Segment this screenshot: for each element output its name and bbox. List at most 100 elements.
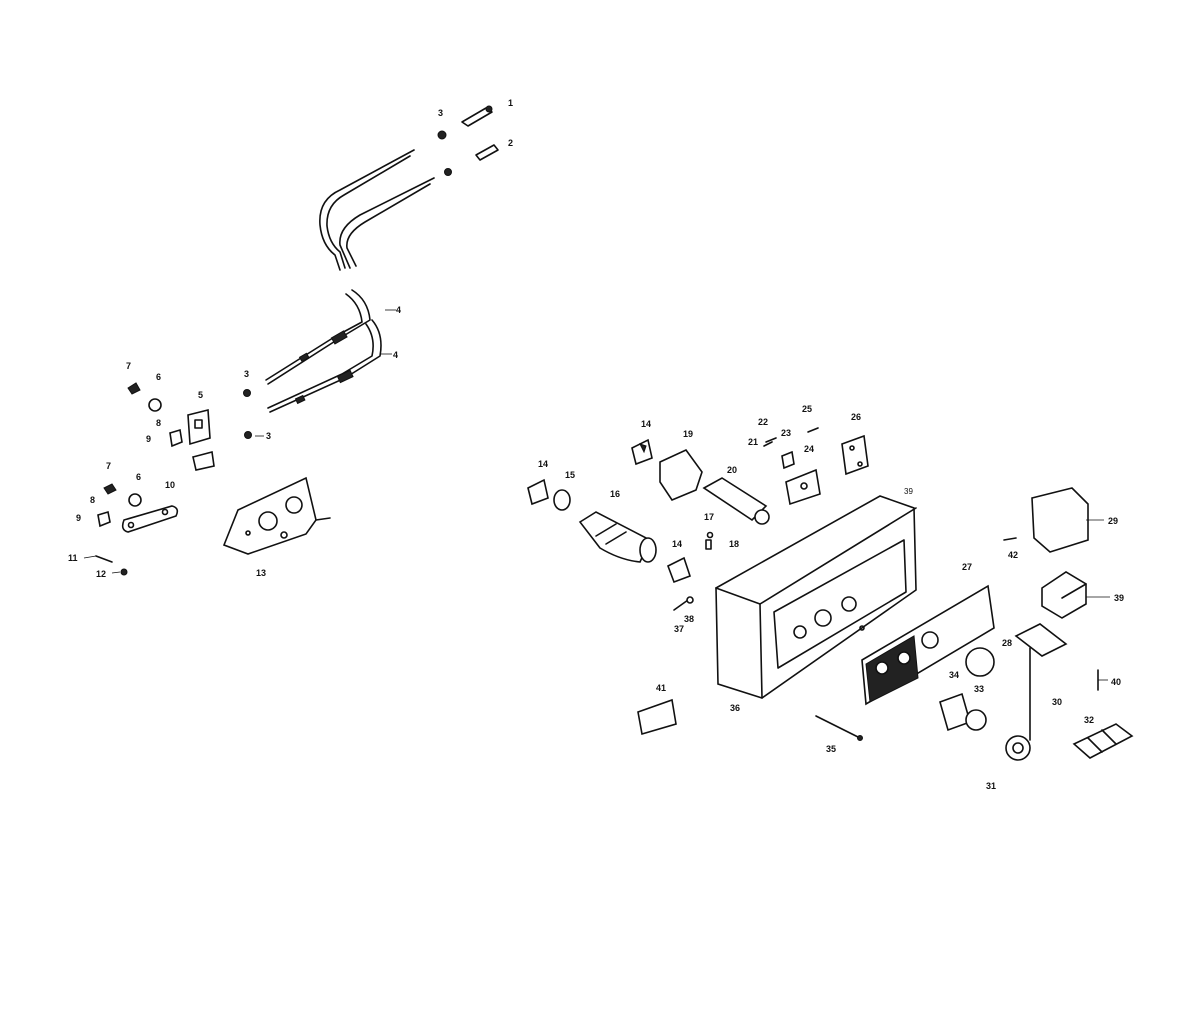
- callout-11: 11: [68, 553, 78, 563]
- switch-39: [1041, 571, 1087, 619]
- callout-7: 7: [106, 461, 111, 471]
- bolt-11: [95, 555, 113, 563]
- callout-34: 34: [949, 670, 959, 680]
- spring-17: [706, 531, 714, 539]
- cable-end-fitting-1: [461, 105, 493, 127]
- knob-shaft-16: [578, 511, 657, 563]
- callout-20: 20: [727, 465, 737, 475]
- bracket-28: [1014, 623, 1068, 741]
- callout-7: 7: [126, 361, 131, 371]
- hub-14-lower: [666, 556, 692, 584]
- control-housing-36: [715, 495, 917, 699]
- washer-6-lower: [128, 493, 142, 507]
- callout-8: 8: [90, 495, 95, 505]
- nut-12: [120, 568, 128, 576]
- callout-1: 1: [508, 98, 513, 108]
- callout-37: 37: [674, 624, 684, 634]
- callout-27: 27: [962, 562, 972, 572]
- callout-14: 14: [641, 419, 651, 429]
- callout-4: 4: [393, 350, 398, 360]
- plate-26: [841, 434, 869, 476]
- callout-3: 3: [244, 369, 249, 379]
- clip-7-lower: [103, 483, 117, 495]
- callout-3: 3: [438, 108, 443, 118]
- nut-3-bottom: [244, 431, 252, 439]
- callout-36: 36: [730, 703, 740, 713]
- callout-31: 31: [986, 781, 996, 791]
- mounting-plate-13: [222, 476, 331, 555]
- callout-10: 10: [165, 480, 175, 490]
- cable-end-fitting-2: [475, 144, 499, 161]
- control-cable-lower: [265, 289, 382, 413]
- callout-25: 25: [802, 404, 812, 414]
- nut-3-mid: [444, 168, 452, 176]
- callout-22: 22: [758, 417, 768, 427]
- bracket-5: [187, 408, 211, 446]
- clip-7-upper: [127, 382, 141, 395]
- callout-17: 17: [704, 512, 714, 522]
- callout-39: 39: [904, 487, 913, 496]
- screw-42: [1003, 537, 1017, 541]
- callout-23: 23: [781, 428, 791, 438]
- callout-35: 35: [826, 744, 836, 754]
- pin-9-upper: [169, 428, 183, 448]
- callout-42: 42: [1008, 550, 1018, 560]
- callout-18: 18: [729, 539, 739, 549]
- ring-15: [553, 489, 571, 511]
- callout-19: 19: [683, 429, 693, 439]
- callout-labels: 1 2 3 3 3 4 4 5 6 6 7 7 8 8 9 9 10 11 12…: [68, 98, 1124, 791]
- bracket-lower: [192, 450, 215, 471]
- callout-2: 2: [508, 138, 513, 148]
- callout-28: 28: [1002, 638, 1012, 648]
- callout-21: 21: [748, 437, 758, 447]
- screw-21: [763, 441, 773, 447]
- callout-5: 5: [198, 390, 203, 400]
- callout-8: 8: [156, 418, 161, 428]
- callout-30: 30: [1052, 697, 1062, 707]
- clip-23: [781, 450, 795, 470]
- callout-14: 14: [672, 539, 682, 549]
- lever-10: [121, 505, 179, 533]
- screw-37: [673, 599, 689, 611]
- spring-18: [705, 539, 712, 550]
- callout-41: 41: [656, 683, 666, 693]
- hub-14-left: [527, 478, 549, 506]
- pin-9-lower: [97, 510, 111, 528]
- bracket-24: [785, 468, 821, 506]
- callout-9: 9: [146, 434, 151, 444]
- callout-3: 3: [266, 431, 271, 441]
- nut-3-top: [437, 130, 447, 140]
- callout-15: 15: [565, 470, 575, 480]
- rod-35: [815, 715, 863, 741]
- callout-6: 6: [156, 372, 161, 382]
- knob-31: [1005, 735, 1031, 761]
- callout-9: 9: [76, 513, 81, 523]
- hub-14-top: [631, 438, 653, 466]
- screw-22: [765, 437, 777, 443]
- label-32: [1072, 723, 1134, 759]
- callout-16: 16: [610, 489, 620, 499]
- callout-6: 6: [136, 472, 141, 482]
- screw-25: [807, 427, 819, 433]
- washer-38: [686, 596, 694, 604]
- callout-26: 26: [851, 412, 861, 422]
- callout-12: 12: [96, 569, 106, 579]
- callout-4: 4: [396, 305, 401, 315]
- callout-14: 14: [538, 459, 548, 469]
- callout-13: 13: [256, 568, 266, 578]
- callout-39: 39: [1114, 593, 1124, 603]
- callout-38: 38: [684, 614, 694, 624]
- washer-6-upper: [148, 398, 162, 412]
- coupling-19: [659, 448, 703, 501]
- clip-41: [637, 698, 677, 736]
- callout-33: 33: [974, 684, 984, 694]
- callout-40: 40: [1111, 677, 1121, 687]
- nameplate-27: [861, 584, 995, 706]
- shaft-20: [702, 477, 770, 525]
- knob-33: [939, 692, 987, 732]
- callout-29: 29: [1108, 516, 1118, 526]
- ring-34: [965, 647, 995, 677]
- cover-29: [1031, 487, 1089, 553]
- callout-24: 24: [804, 444, 814, 454]
